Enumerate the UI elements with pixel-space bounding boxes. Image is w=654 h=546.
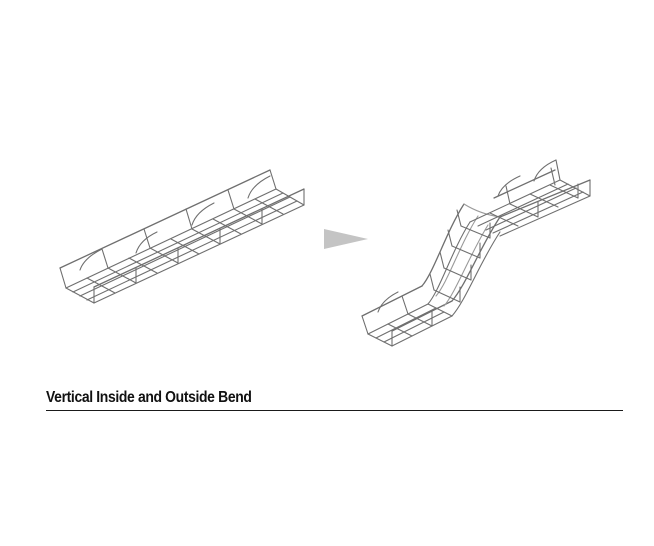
figure-caption: Vertical Inside and Outside Bend <box>46 389 252 406</box>
caption-underline <box>46 410 623 411</box>
straight-wire-tray <box>59 169 305 304</box>
direction-arrow-icon <box>324 229 368 249</box>
vertical-bend-wire-tray <box>361 159 591 347</box>
